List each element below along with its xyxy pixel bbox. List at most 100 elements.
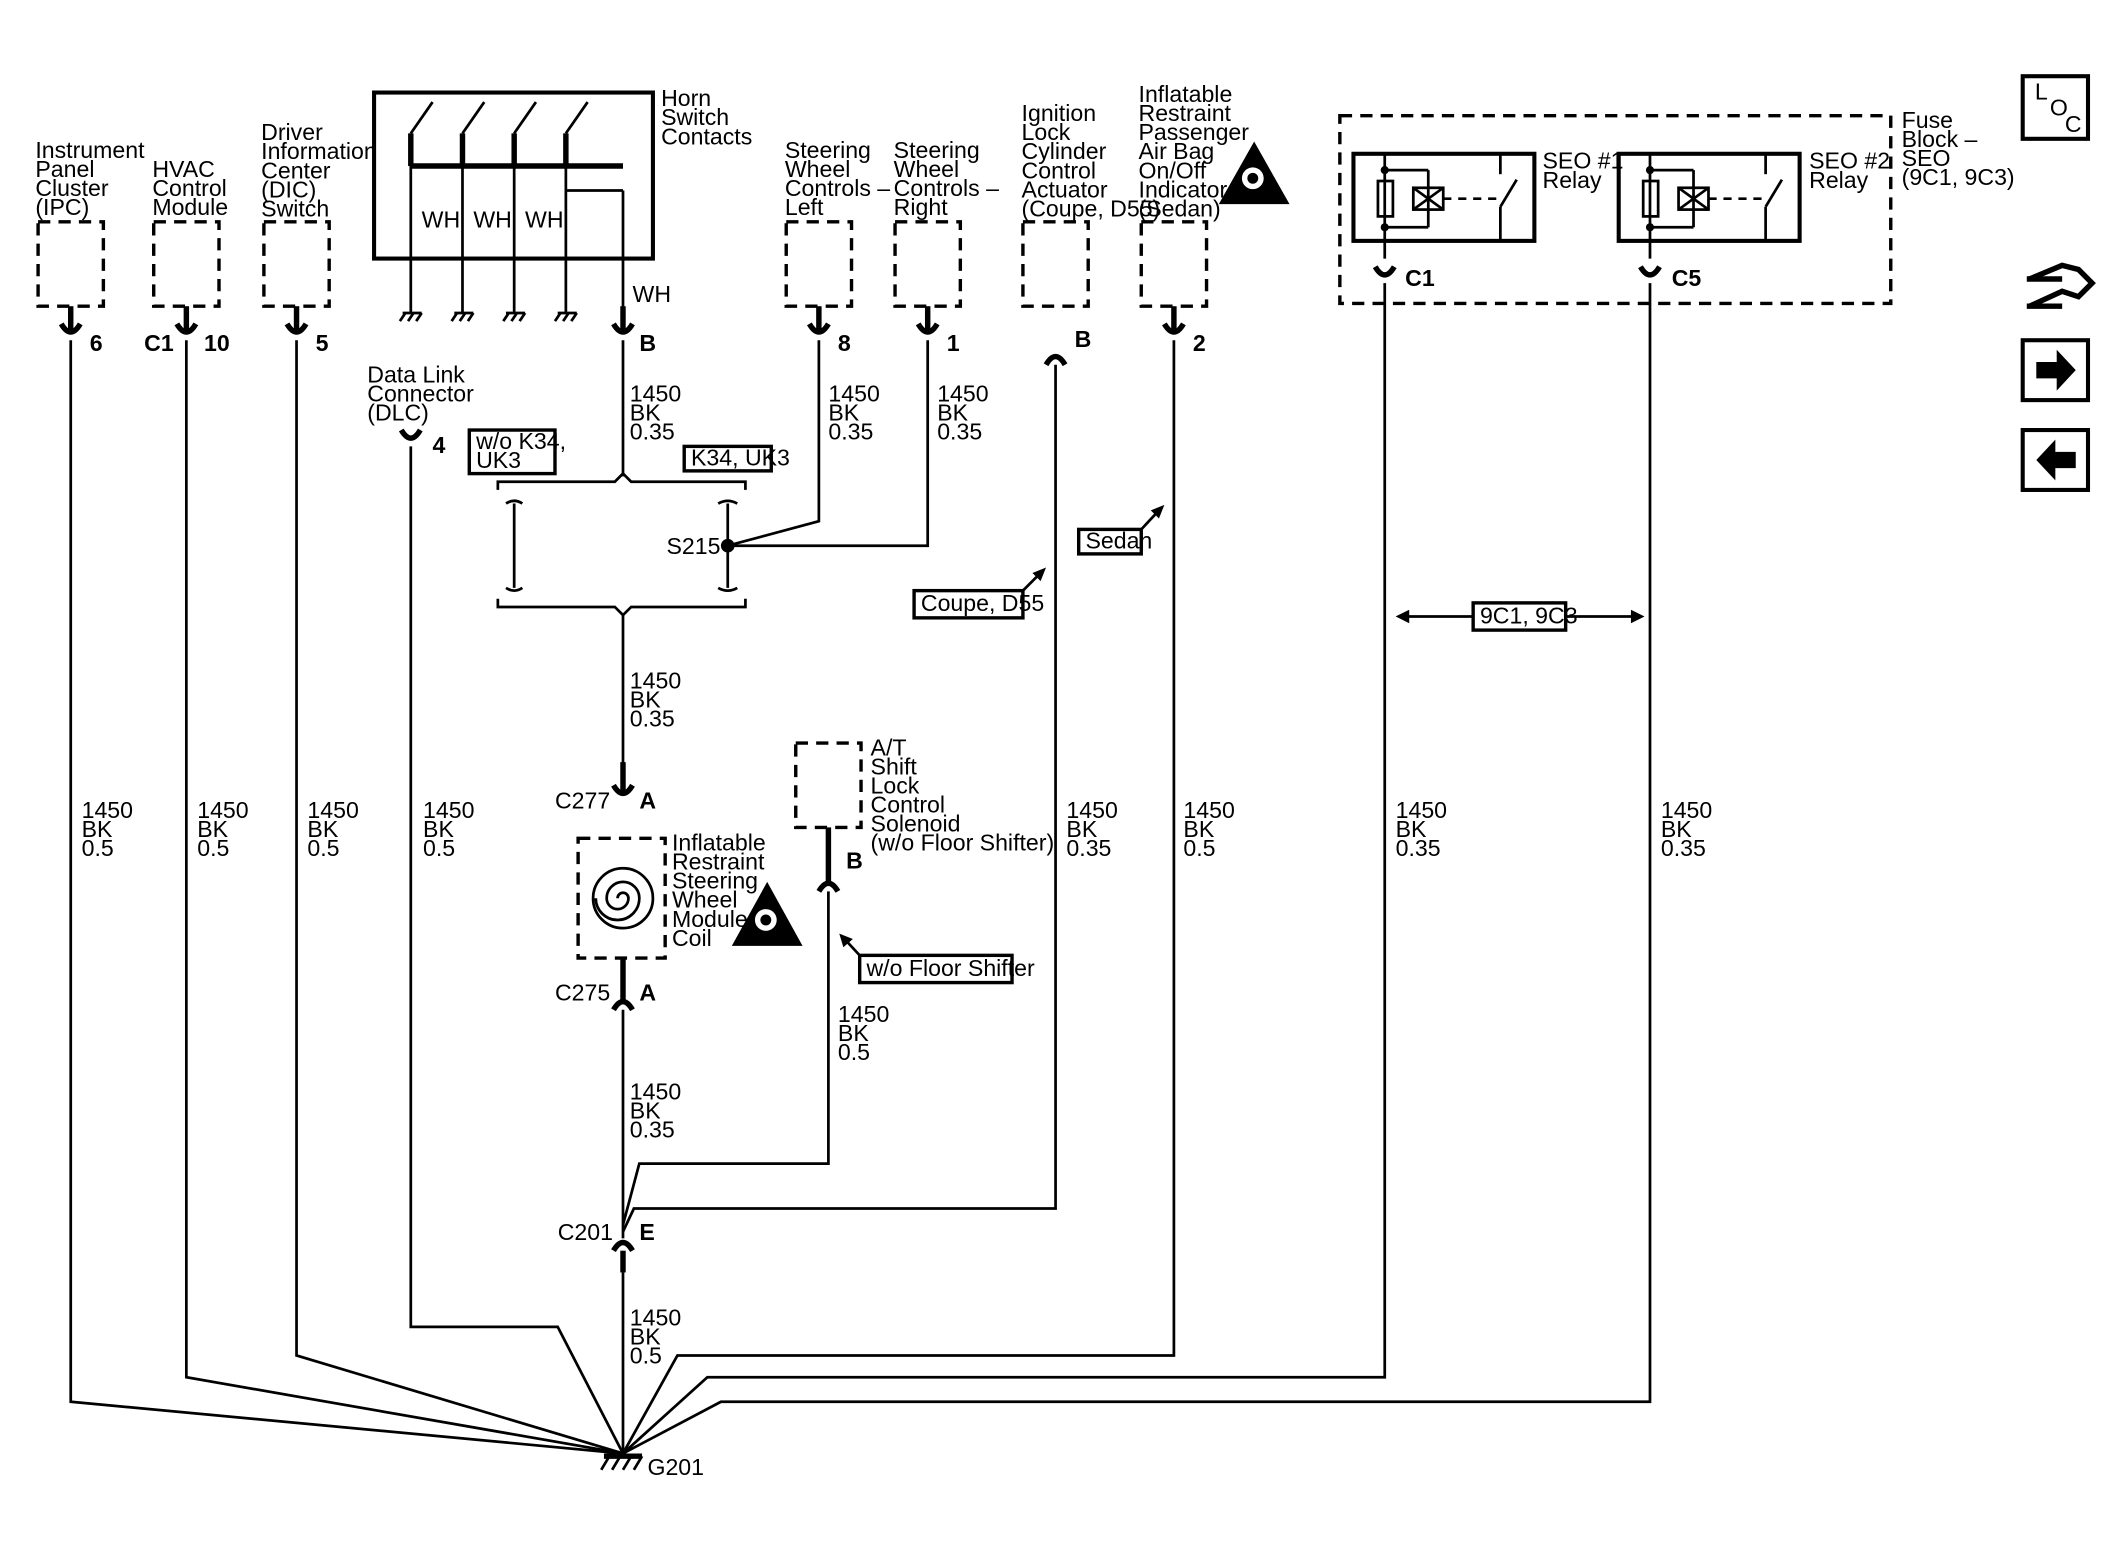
svg-text:Indicator: Indicator [1139,176,1228,202]
swc-left-label: Steering Wheel Controls – Left [785,137,890,220]
svg-text:0.5: 0.5 [423,835,455,861]
wire-spec-dlc: 1450 BK 0.5 [423,797,474,861]
ipc-label: Instrument Panel Cluster (IPC) [35,137,145,220]
wire-spec-hvac: 1450 BK 0.5 [197,797,248,861]
svg-text:1450: 1450 [307,797,358,823]
seo2-label: SEO #2 Relay [1809,148,1890,193]
svg-text:A: A [639,787,656,813]
svg-text:Sedan: Sedan [1085,527,1152,553]
svg-text:(Sedan): (Sedan) [1139,195,1221,221]
svg-text:Switch: Switch [661,104,729,130]
airbag-warning-icon [1218,141,1290,205]
svg-text:BK: BK [1661,816,1692,842]
svg-text:E: E [639,1219,654,1245]
arrow-left-button[interactable] [2020,428,2091,492]
svg-text:Control: Control [1022,157,1096,183]
svg-text:Inflatable: Inflatable [672,830,766,856]
svg-text:Horn: Horn [661,85,711,111]
svg-text:1450: 1450 [1066,797,1117,823]
connector-icon[interactable] [2026,262,2096,309]
svg-text:Driver: Driver [261,119,323,145]
svg-text:BK: BK [1396,816,1427,842]
svg-text:1450: 1450 [838,1001,889,1027]
svg-text:(DLC): (DLC) [367,400,429,426]
airbag-indicator-box [1139,220,1209,308]
svg-text:Inflatable: Inflatable [1139,81,1233,107]
svg-text:Control: Control [152,175,226,201]
svg-text:BK: BK [307,816,338,842]
svg-text:w/o K34,: w/o K34, [475,428,566,454]
svg-text:Connector: Connector [367,380,474,406]
svg-text:On/Off: On/Off [1139,157,1207,183]
horn-switch-contacts: WH WH WH WH [372,90,672,322]
svg-text:0.35: 0.35 [1396,835,1441,861]
hvac-box [152,220,221,308]
wire-spec-horn: 1450 BK 0.35 [630,380,681,444]
wire-spec-seo1: 1450 BK 0.35 [1396,797,1447,861]
svg-text:0.35: 0.35 [937,419,982,445]
svg-text:(w/o Floor Shifter): (w/o Floor Shifter) [871,830,1055,856]
coil-warning-icon [731,881,803,946]
svg-text:Control: Control [871,791,945,817]
svg-text:Restraint: Restraint [672,849,765,875]
svg-text:B: B [1075,326,1092,352]
option-wo-k34: w/o K34, UK3 [467,428,566,476]
svg-text:C201: C201 [558,1219,613,1245]
svg-text:G201: G201 [647,1454,704,1480]
svg-text:WH: WH [422,206,461,232]
svg-text:WH: WH [473,206,512,232]
svg-text:C275: C275 [555,979,610,1005]
svg-text:HVAC: HVAC [152,156,214,182]
svg-text:Passenger: Passenger [1139,119,1250,145]
svg-text:Coil: Coil [672,925,712,951]
svg-text:Fuse: Fuse [1902,107,1953,133]
wire-spec-splice-out: 1450 BK 0.35 [630,668,681,732]
svg-text:1450: 1450 [630,668,681,694]
svg-text:(IPC): (IPC) [35,194,89,220]
svg-text:(DIC): (DIC) [261,176,316,202]
svg-text:0.5: 0.5 [197,835,229,861]
svg-text:Cylinder: Cylinder [1022,138,1107,164]
wire-spec-shift-lock: 1450 BK 0.5 [838,1001,889,1065]
svg-text:Controls –: Controls – [894,175,999,201]
svg-text:8: 8 [838,330,851,356]
svg-text:1450: 1450 [630,1305,681,1331]
dic-label: Driver Information Center (DIC) Switch [261,119,377,221]
coil-spiral-icon [591,866,655,930]
svg-text:0.35: 0.35 [630,1117,675,1143]
svg-text:C1: C1 [1405,265,1435,291]
svg-text:Left: Left [785,194,824,220]
svg-text:BK: BK [1183,816,1214,842]
dlc-label: Data Link Connector (DLC) [367,361,474,425]
option-wo-floor: w/o Floor Shifter [839,933,1035,985]
svg-text:1450: 1450 [630,380,681,406]
svg-text:1450: 1450 [423,797,474,823]
svg-text:Solenoid: Solenoid [871,811,961,837]
coil-label: Inflatable Restraint Steering Wheel Modu… [672,830,766,951]
svg-text:L: L [2035,78,2048,104]
svg-text:SEO #2: SEO #2 [1809,148,1890,174]
loc-button[interactable]: L O C [2020,74,2091,141]
svg-text:1450: 1450 [937,380,988,406]
svg-text:Right: Right [894,194,949,220]
svg-text:1450: 1450 [828,380,879,406]
seo2-relay [1641,153,1784,259]
svg-text:6: 6 [90,330,103,356]
svg-text:WH: WH [633,281,672,307]
svg-text:0.5: 0.5 [1183,835,1215,861]
arrow-right-button[interactable] [2020,338,2091,403]
svg-text:Relay: Relay [1543,167,1603,193]
svg-text:Module: Module [672,906,748,932]
option-sedan: Sedan [1076,504,1165,556]
svg-text:10: 10 [204,330,230,356]
svg-text:Relay: Relay [1809,167,1869,193]
svg-text:Data Link: Data Link [367,361,465,387]
svg-text:1450: 1450 [82,797,133,823]
svg-text:C: C [2065,111,2082,137]
wire-spec-dic: 1450 BK 0.5 [307,797,358,861]
swc-left-box [784,220,854,308]
svg-text:C5: C5 [1672,265,1702,291]
airbag-indicator-label: Inflatable Restraint Passenger Air Bag O… [1139,81,1250,221]
connector-labels: C277 C275 C201 S215 G201 [555,533,721,1480]
svg-text:Wheel: Wheel [785,156,850,182]
